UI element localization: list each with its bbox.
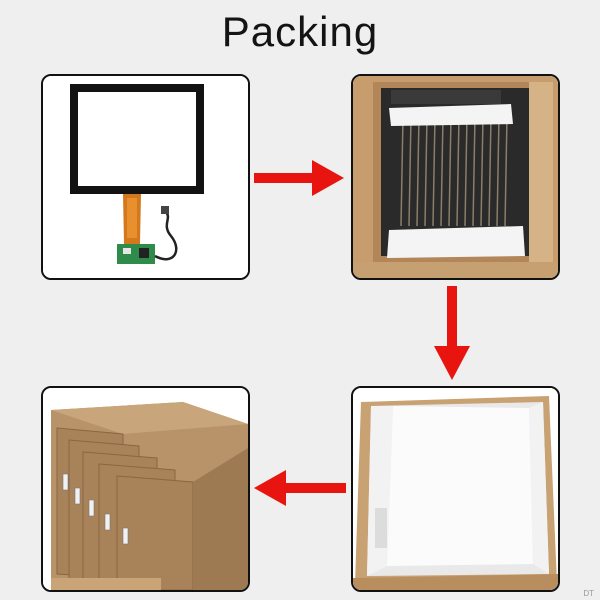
stacked-cartons-image-panel bbox=[41, 386, 250, 592]
controller-board bbox=[117, 244, 155, 264]
arrow-down-icon bbox=[434, 286, 470, 380]
arrow-right-icon bbox=[254, 160, 344, 196]
open-box-image-panel bbox=[351, 74, 560, 280]
foam-top bbox=[389, 104, 513, 126]
touch-panel-glass bbox=[78, 92, 196, 186]
foam-sheet bbox=[387, 406, 533, 566]
watermark-text: DT bbox=[583, 589, 594, 598]
arrow-left-icon bbox=[254, 470, 346, 506]
boxed-panel-image-panel bbox=[351, 386, 560, 592]
page-title: Packing bbox=[221, 8, 379, 55]
usb-cable bbox=[154, 210, 178, 261]
product-image-panel bbox=[41, 74, 250, 280]
pallet bbox=[51, 578, 161, 590]
foam-bottom bbox=[387, 226, 525, 258]
